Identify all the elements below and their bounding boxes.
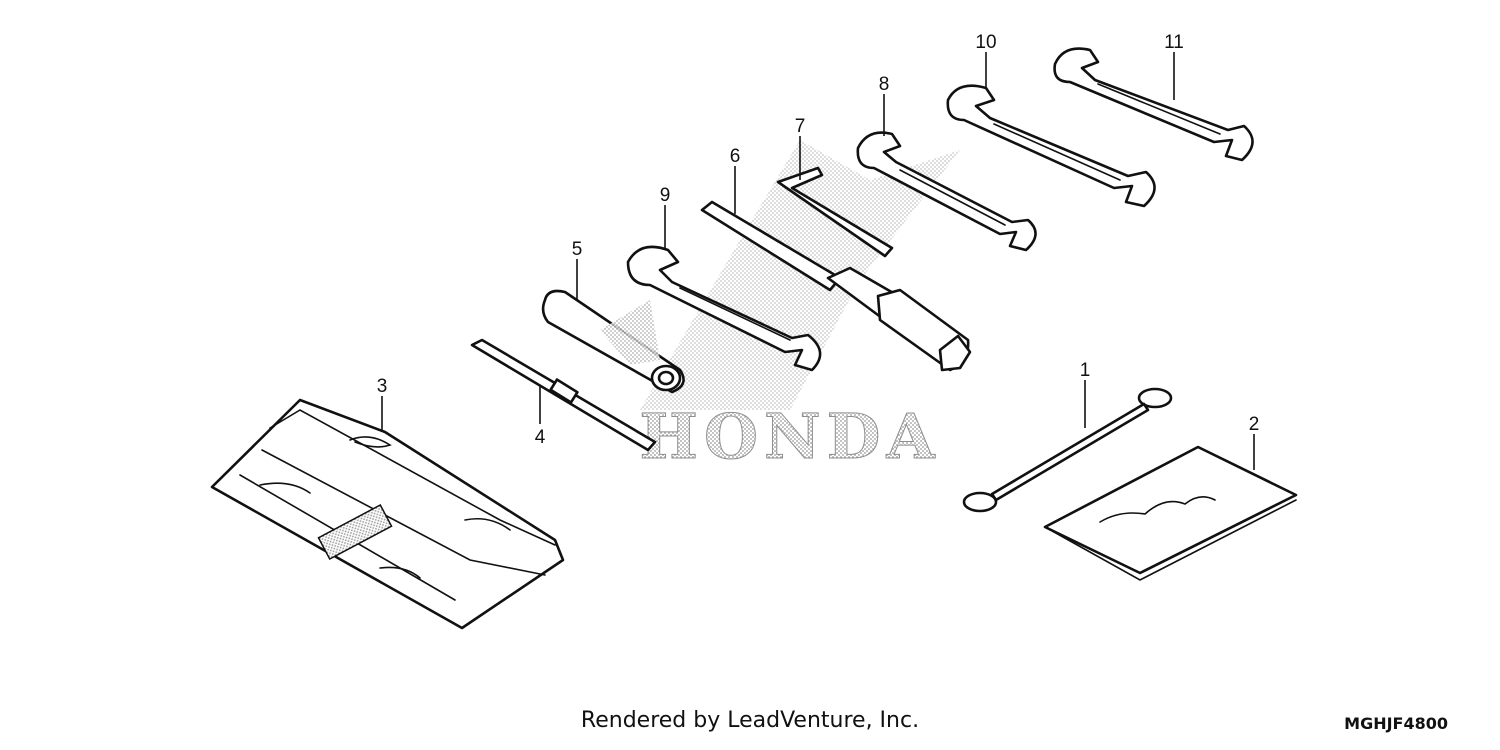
- callout-3: 3: [377, 376, 388, 397]
- strap-icon: [962, 387, 1173, 513]
- callout-1: 1: [1080, 360, 1091, 381]
- tool-bag-icon: [210, 398, 565, 630]
- diagram-code: MGHJF4800: [1344, 714, 1448, 733]
- handle-icon: [541, 289, 685, 394]
- wrench-icon: [626, 245, 822, 372]
- honda-watermark: HONDA: [639, 140, 960, 474]
- render-credit: Rendered by LeadVenture, Inc.: [580, 708, 920, 733]
- callout-5: 5: [572, 239, 583, 260]
- wrench-icon: [946, 84, 1156, 208]
- socket-wrench-icon: [700, 200, 972, 372]
- watermark-text: HONDA: [639, 400, 940, 473]
- wrench-icon: [856, 131, 1037, 252]
- callout-10: 10: [975, 32, 996, 53]
- leader-lines: [381, 52, 1255, 470]
- screwdriver-icon: [470, 338, 657, 452]
- callout-6: 6: [730, 146, 741, 167]
- hex-key-icon: [776, 166, 894, 258]
- callout-11: 11: [1164, 32, 1184, 53]
- callout-2: 2: [1249, 414, 1260, 435]
- callouts: 1 2 3 4 5 6 7 8 9 10 11: [377, 32, 1260, 448]
- callout-7: 7: [795, 116, 806, 137]
- callout-8: 8: [879, 74, 890, 95]
- wrench-icon: [1053, 47, 1254, 162]
- manual-icon: [1043, 445, 1298, 581]
- callout-9: 9: [660, 185, 671, 206]
- callout-4: 4: [535, 427, 546, 448]
